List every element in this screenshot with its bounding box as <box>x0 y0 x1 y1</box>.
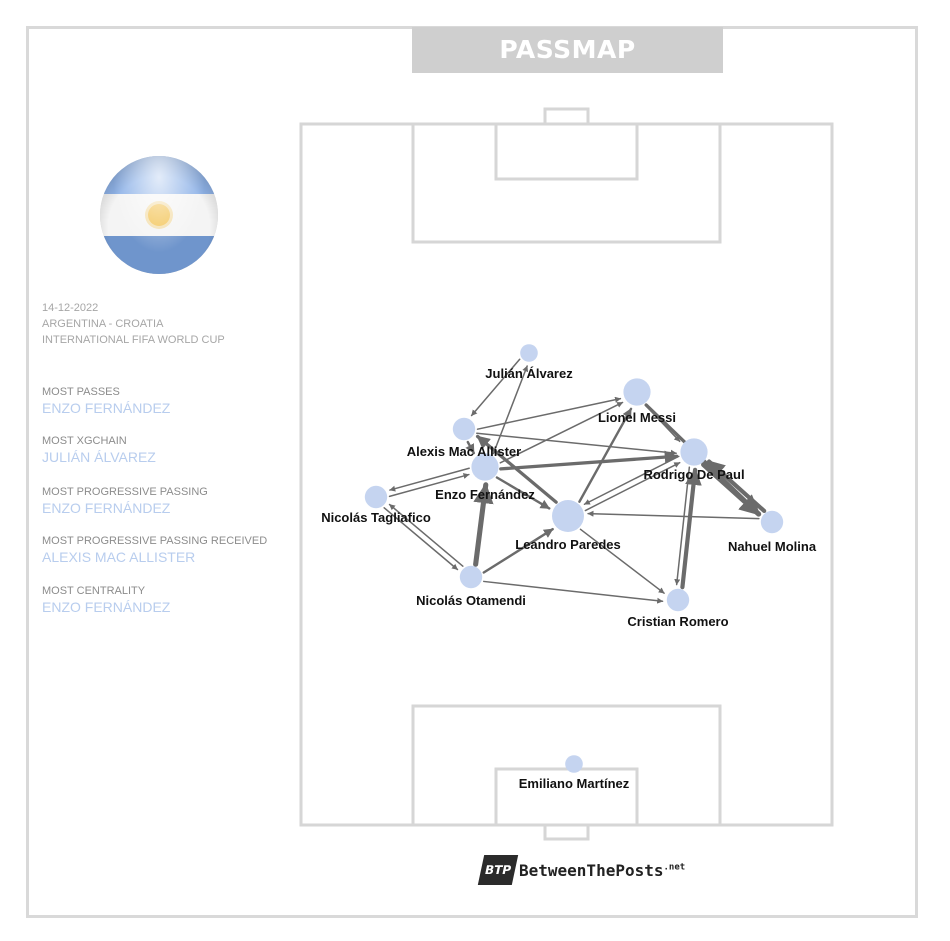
pass-edges <box>383 358 767 604</box>
pass-edge <box>674 466 691 586</box>
stat-value: ALEXIS MAC ALLISTER <box>42 549 196 565</box>
stat-value: ENZO FERNÁNDEZ <box>42 599 171 615</box>
player-label: Julián Álvarez <box>485 366 573 381</box>
player-node <box>452 417 476 441</box>
stat-most-progressive-received: MOST PROGRESSIVE PASSING RECEIVED ALEXIS… <box>42 534 267 566</box>
stat-value: JULIÁN ÁLVAREZ <box>42 449 156 465</box>
pass-edge <box>492 365 529 455</box>
pass-edge <box>482 527 554 574</box>
pass-edge <box>680 467 702 590</box>
player-label: Enzo Fernández <box>435 487 535 502</box>
pass-edge <box>389 467 470 492</box>
pitch-outline <box>299 122 834 827</box>
pass-edge <box>579 528 665 594</box>
pass-edge <box>483 580 664 604</box>
player-label: Nahuel Molina <box>728 539 817 554</box>
player-label: Nicolás Tagliafico <box>321 510 431 525</box>
pass-edge <box>583 455 680 506</box>
pass-edge <box>499 401 624 464</box>
pass-edge <box>644 404 681 443</box>
pass-edge <box>499 450 679 471</box>
pass-edge <box>383 507 459 571</box>
stat-value: ENZO FERNÁNDEZ <box>42 400 171 416</box>
stat-label: MOST PROGRESSIVE PASSING <box>42 486 208 498</box>
stat-label: MOST XGCHAIN <box>42 435 127 447</box>
player-node <box>680 438 708 466</box>
pass-edge <box>388 503 464 567</box>
player-node <box>552 500 584 532</box>
match-date: 14-12-2022 <box>42 302 99 314</box>
player-label: Cristian Romero <box>627 614 728 629</box>
brand-logo: BTP BetweenThePosts.net <box>477 853 686 887</box>
player-node <box>471 453 499 481</box>
player-label: Lionel Messi <box>598 410 676 425</box>
pass-edge <box>388 473 470 498</box>
match-info: 14-12-2022 ARGENTINA - CROATIA INTERNATI… <box>42 300 225 348</box>
stat-most-xgchain: MOST XGCHAIN JULIÁN ÁLVAREZ <box>42 434 156 466</box>
stat-most-passes: MOST PASSES ENZO FERNÁNDEZ <box>42 385 170 417</box>
pass-edge <box>495 476 551 510</box>
stat-value: ENZO FERNÁNDEZ <box>42 500 171 516</box>
pass-edge <box>473 482 494 567</box>
top-goal <box>543 107 590 126</box>
pass-edge <box>475 434 558 504</box>
stat-label: MOST CENTRALITY <box>42 585 146 597</box>
btp-mark-icon: BTP <box>477 855 519 885</box>
player-node <box>459 565 483 589</box>
player-node <box>520 344 538 362</box>
pass-edge <box>470 358 521 417</box>
player-node <box>666 588 690 612</box>
player-label: Alexis Mac Allister <box>407 444 521 459</box>
player-label: Leandro Paredes <box>515 537 621 552</box>
player-label: Nicolás Otamendi <box>416 593 526 608</box>
player-label: Rodrigo De Paul <box>643 467 744 482</box>
logo-text: BetweenThePosts.net <box>519 860 686 880</box>
pass-edge <box>584 461 681 512</box>
pass-edge <box>578 407 633 503</box>
player-node <box>623 378 651 406</box>
top-six-yard-box <box>494 122 639 181</box>
bottom-goal <box>543 823 590 841</box>
player-nodes <box>364 344 784 773</box>
pitch <box>299 107 834 841</box>
pass-edge <box>587 510 760 520</box>
stat-most-centrality: MOST CENTRALITY ENZO FERNÁNDEZ <box>42 584 170 616</box>
stat-label: MOST PROGRESSIVE PASSING RECEIVED <box>42 535 268 547</box>
stat-most-progressive-passing: MOST PROGRESSIVE PASSING ENZO FERNÁNDEZ <box>42 485 208 517</box>
page-title: PASSMAP <box>412 27 723 73</box>
match-fixture: ARGENTINA - CROATIA <box>42 318 164 330</box>
top-penalty-box <box>411 122 722 244</box>
player-node <box>565 755 583 773</box>
pass-edge <box>476 432 677 456</box>
player-label: Emiliano Martínez <box>519 776 630 791</box>
pass-edge <box>465 440 476 455</box>
pass-edge <box>476 396 622 430</box>
player-node <box>364 485 388 509</box>
match-competition: INTERNATIONAL FIFA WORLD CUP <box>42 334 225 346</box>
argentina-flag-icon <box>100 156 218 274</box>
player-node <box>760 510 784 534</box>
stat-label: MOST PASSES <box>42 386 120 398</box>
